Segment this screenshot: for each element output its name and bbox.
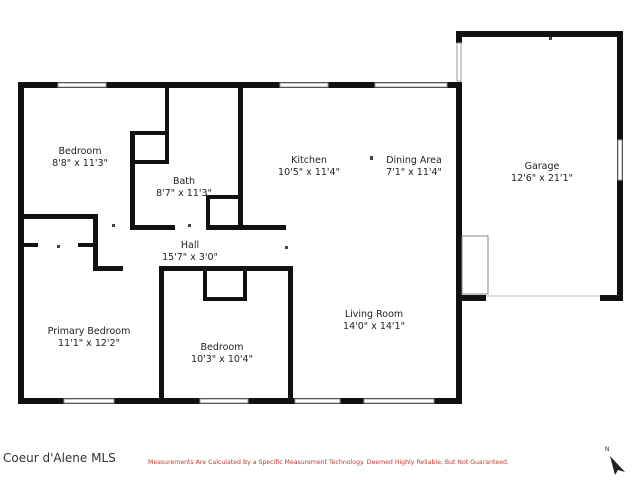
wall-closet-primary (18, 243, 38, 247)
room-name-bedroom-2: Bedroom (201, 342, 244, 353)
wall-closet-side (165, 86, 169, 164)
wall-bedroom1-bottom (18, 214, 98, 219)
room-name-kitchen: Kitchen (291, 155, 327, 166)
window-dining (374, 82, 448, 88)
wall-right (456, 82, 462, 404)
room-dims-hall: 15'7" x 3'0" (162, 252, 218, 263)
wall-bedroom2-top (159, 266, 293, 271)
room-dims-bedroom-2: 10'3" x 10'4" (191, 354, 253, 365)
room-name-garage: Garage (525, 161, 560, 172)
garage-step (461, 235, 489, 295)
window-bedroom1 (57, 82, 107, 88)
garage-wall-top (456, 31, 623, 37)
room-dims-primary-bedroom: 11'1" x 12'2" (58, 338, 120, 349)
wall-closet-top (130, 131, 168, 135)
north-arrow-icon: N (605, 446, 625, 475)
door-marker (549, 37, 552, 40)
wall-bath-right (238, 86, 243, 230)
window-garage-side (617, 139, 623, 181)
window-primary (63, 398, 115, 404)
window-garage-left (456, 42, 462, 82)
room-name-bedroom-1: Bedroom (59, 146, 102, 157)
wall-linen-side (206, 195, 210, 230)
room-dims-garage: 12'6" x 21'1" (511, 173, 573, 184)
room-name-living-room: Living Room (345, 309, 403, 320)
wall-bedroom2-closet-side (243, 266, 247, 301)
door-marker (370, 156, 373, 160)
door-marker (188, 224, 191, 227)
garage-wall-left (456, 31, 462, 43)
room-name-bath: Bath (173, 176, 195, 187)
wall-bedroom2-closet (203, 266, 207, 301)
room-name-hall: Hall (181, 240, 199, 251)
door-marker (285, 246, 288, 249)
room-dims-bedroom-1: 8'8" x 11'3" (52, 158, 108, 169)
wall-bedroom-bath (130, 134, 135, 229)
door-marker (112, 224, 115, 227)
mls-source: Coeur d'Alene MLS (3, 451, 116, 465)
wall-hall-top (206, 225, 286, 230)
room-dims-bath: 8'7" x 11'3" (156, 188, 212, 199)
garage-wall-bottom-right (600, 295, 623, 301)
measurement-disclaimer: Measurements Are Calculated By a Specifi… (148, 459, 509, 466)
compass-label: N (605, 446, 610, 453)
window-kitchen (279, 82, 329, 88)
wall-bedroom2-closet-bottom (203, 297, 247, 301)
room-dims-dining-area: 7'1" x 11'4" (386, 167, 442, 178)
window-living-2 (363, 398, 435, 404)
door-marker (57, 245, 60, 248)
room-name-dining-area: Dining Area (386, 155, 442, 166)
wall-linen-top (206, 195, 243, 199)
wall-closet-bottom (133, 160, 169, 164)
window-bedroom2 (199, 398, 249, 404)
wall-bath-bottom (130, 225, 175, 230)
wall-closet-primary-2 (78, 243, 96, 247)
wall-top (18, 82, 462, 88)
wall-hall-left (93, 214, 98, 271)
wall-hall-bottom (93, 266, 123, 271)
wall-bedroom2-right (288, 266, 293, 402)
room-dims-living-room: 14'0" x 14'1" (343, 321, 405, 332)
room-dims-kitchen: 10'5" x 11'4" (278, 167, 340, 178)
garage-wall-bottom-left (456, 295, 486, 301)
room-name-primary-bedroom: Primary Bedroom (48, 326, 131, 337)
window-living-1 (294, 398, 341, 404)
wall-primary-right (159, 266, 164, 402)
